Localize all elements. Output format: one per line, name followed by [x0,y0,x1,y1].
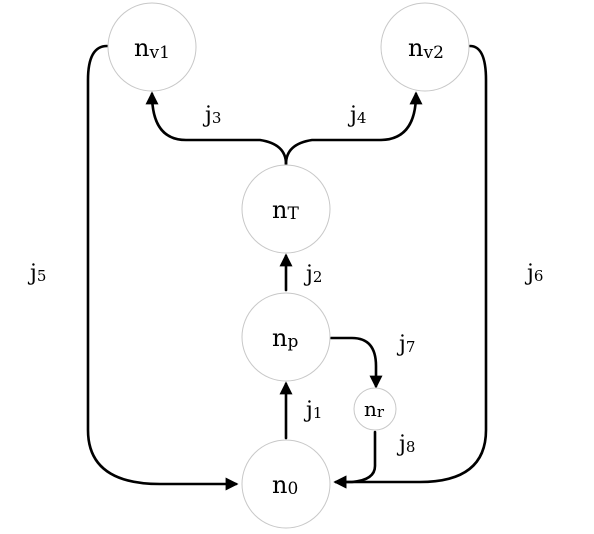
edge-label-j4-sub: 4 [357,109,367,127]
edges [86,44,488,491]
node-np-sub: p [287,332,298,352]
edge-label-j5-main: j [27,261,37,286]
edge-label-j7-main: j [396,332,406,357]
node-nv2-sub: v2 [422,43,443,63]
edge-label-j2-main: j [303,262,313,287]
node-n0-sub: 0 [287,479,298,499]
edge-label-j4: j4 [347,103,366,128]
edge-label-j4-main: j [347,103,357,128]
node-nv2-main: n [408,34,423,62]
edge-label-j7: j7 [396,332,415,357]
node-nv1-sub: v1 [148,43,169,63]
node-np-circle [241,292,331,382]
edge-j8 [333,430,377,489]
node-np-label: np [272,324,298,352]
node-nv2: nv2 [380,2,470,92]
node-nT-main: n [272,196,287,224]
edge-label-j1-sub: 1 [313,404,323,422]
edge-label-j3-main: j [202,103,212,128]
node-nv2-circle [380,2,470,92]
edge-label-j8-main: j [396,432,406,457]
node-nT-circle [241,164,331,254]
edge-label-j3-sub: 3 [212,109,222,127]
node-nT-label: nT [272,196,299,224]
edge-label-j2-sub: 2 [313,268,323,286]
node-nT: nT [241,164,331,254]
nodes: nv1 nv2 nT np nr [107,2,470,529]
edge-label-j1-main: j [303,398,313,423]
node-np: np [241,292,331,382]
edge-label-j2: j2 [303,262,322,287]
node-nr-main: n [364,397,377,421]
edge-label-j6-sub: 6 [534,267,544,285]
edge-label-j6-main: j [524,261,534,286]
edge-j4 [284,91,423,166]
node-nr-label: nr [364,397,385,421]
node-n0: n0 [241,439,331,529]
edge-j6 [333,44,488,489]
node-nv1-circle [107,2,197,92]
edge-label-j8-sub: 8 [406,438,416,456]
edge-labels: j3 j4 j2 j5 j6 j7 j1 j8 [27,103,543,457]
edge-label-j1: j1 [303,398,322,423]
node-n0-label: n0 [272,471,298,499]
node-nr-sub: r [377,403,385,421]
edge-label-j6: j6 [524,261,543,286]
edge-j3 [145,91,288,166]
edge-j5 [86,44,239,491]
node-nv2-label: nv2 [408,34,444,63]
node-nr: nr [353,387,397,431]
node-nv1-label: nv1 [134,34,170,63]
node-nr-circle [353,387,397,431]
node-nT-sub: T [287,204,299,224]
node-np-main: n [272,324,287,352]
edge-label-j3: j3 [202,103,221,128]
node-nv1: nv1 [107,2,197,92]
edge-j7 [329,336,383,389]
edge-label-j5-sub: 5 [37,267,47,285]
node-n0-circle [241,439,331,529]
node-n0-main: n [272,471,287,499]
edge-label-j7-sub: 7 [406,338,416,356]
node-nv1-main: n [134,34,149,62]
edge-label-j8: j8 [396,432,415,457]
edge-label-j5: j5 [27,261,46,286]
